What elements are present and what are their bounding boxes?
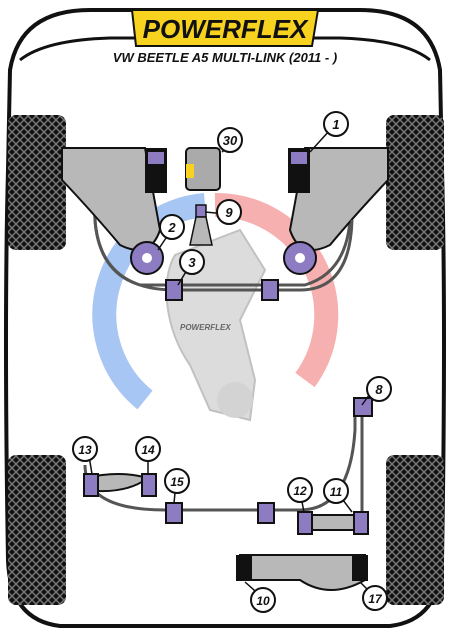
front-right-wishbone [288,147,389,251]
callout-15[interactable]: 15 [164,468,190,494]
front-left-tyre [8,115,66,250]
callout-11[interactable]: 11 [323,478,349,504]
rear-arb-bush-left [165,502,183,524]
callout-1-label: 1 [332,117,339,132]
rear-bush-17 [352,555,368,581]
front-inner-bush-right [288,148,310,193]
rear-subframe [83,415,357,512]
front-right-tyre [386,115,444,250]
callout-30[interactable]: 30 [217,127,243,153]
rear-arb-bush-right [257,502,275,524]
callout-11-label: 11 [330,485,343,499]
callout-2[interactable]: 2 [159,214,185,240]
callout-10-label: 10 [256,594,270,608]
rear-bush-10 [236,555,252,581]
callout-3[interactable]: 3 [179,249,205,275]
model-title: VW BEETLE A5 MULTI-LINK (2011 - ) [113,50,337,65]
callout-17-label: 17 [368,592,383,606]
callout-9-label: 9 [225,205,233,220]
callout-14[interactable]: 14 [135,436,161,462]
callout-14-label: 14 [141,443,155,457]
front-rear-bush-left [130,241,164,275]
front-inner-bush-left [145,148,167,193]
rear-right-tyre [386,455,444,605]
callout-8-label: 8 [375,382,383,397]
front-arb-bush-right [261,279,279,301]
callout-15-label: 15 [170,475,184,489]
watermark-text: POWERFLEX [180,323,231,332]
rear-trailing-arm [239,554,366,591]
front-left-wishbone [61,147,162,251]
callout-3-label: 3 [188,255,196,270]
rear-bush-14 [141,473,157,497]
callout-2-label: 2 [167,220,176,235]
callout-12[interactable]: 12 [287,477,313,503]
rear-left-tyre [8,455,66,605]
callout-9[interactable]: 9 [216,199,242,225]
engine-mount [185,147,221,191]
callout-17[interactable]: 17 [362,585,388,611]
callout-8[interactable]: 8 [366,376,392,402]
callout-30-label: 30 [223,133,238,148]
callout-13-label: 13 [78,443,92,457]
dogbone-mount [189,204,213,246]
rear-bush-11 [353,511,369,535]
callout-12-label: 12 [293,484,307,498]
rear-bush-13 [83,473,99,497]
rear-bush-12 [297,511,313,535]
logo-text: POWERFLEX [143,14,309,44]
rear-drop-link-bush [353,397,373,417]
callout-13[interactable]: 13 [72,436,98,462]
callout-1[interactable]: 1 [323,111,349,137]
powerflex-logo: POWERFLEX [130,9,320,47]
callout-10[interactable]: 10 [250,587,276,613]
front-rear-bush-right [283,241,317,275]
